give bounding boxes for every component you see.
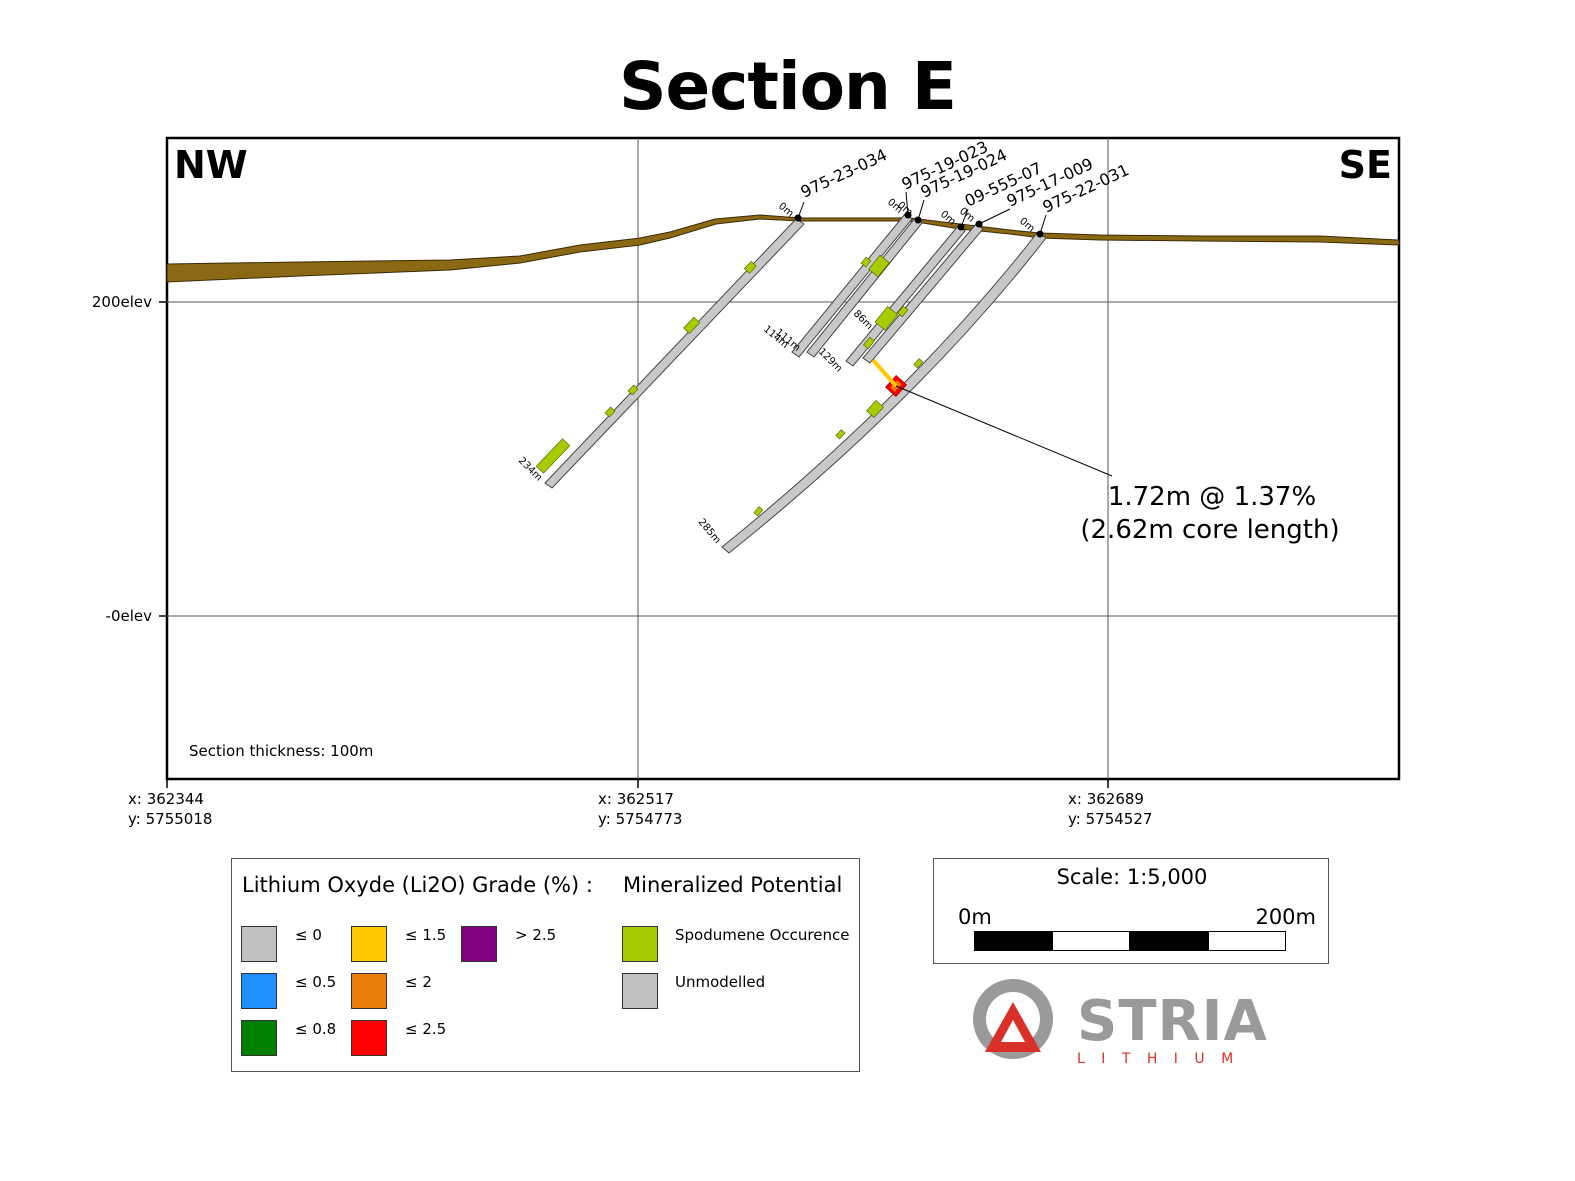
end-depth-label-09-555-07: 129m <box>816 346 844 374</box>
scale-bar-segment-1 <box>974 931 1052 951</box>
page-title: Section E <box>619 48 957 125</box>
scale-start-label: 0m <box>958 905 992 929</box>
logo-name: STRIA <box>1077 989 1268 1054</box>
intercept-trace <box>871 358 898 388</box>
legend-label-grade-0-5: ≤ 0.5 <box>295 973 337 991</box>
legend-label-grade-2-5: ≤ 2.5 <box>405 1020 447 1038</box>
intercept-leader-line <box>895 385 1113 477</box>
label-leader <box>960 208 969 228</box>
logo-subtitle: L I T H I U M <box>1077 1051 1239 1067</box>
section-frame <box>165 136 1401 781</box>
legend-swatch-grade-gt-2-5 <box>461 926 497 962</box>
section-thickness-note: Section thickness: 100m <box>189 742 373 760</box>
intercept-grade-label: 1.72m @ 1.37% <box>1108 482 1316 512</box>
legend-label-grade-0: ≤ 0 <box>295 926 322 944</box>
label-leader <box>905 191 909 216</box>
end-depth-label-975-17-009: 86m <box>851 308 875 332</box>
scale-bar-segment-2 <box>1052 931 1130 951</box>
label-leader <box>1039 214 1047 235</box>
legend-potential-title: Mineralized Potential <box>623 873 843 897</box>
legend-label-grade-1-5: ≤ 1.5 <box>405 926 447 944</box>
label-leader <box>917 199 925 221</box>
legend-swatch-grade-0-5 <box>241 973 277 1009</box>
drill-hole-975-22-031 <box>721 232 1047 554</box>
stria-lithium-logo: STRIA L I T H I U M <box>973 979 1268 1067</box>
legend-swatch-grade-1-5 <box>351 926 387 962</box>
legend-swatch-grade-2-5 <box>351 1020 387 1056</box>
legend-label-grade-0-8: ≤ 0.8 <box>295 1020 337 1038</box>
scale-title: Scale: 1:5,000 <box>1056 865 1208 889</box>
elevation-label-200: 200elev <box>92 293 152 311</box>
legend-label-grade-2: ≤ 2 <box>405 973 432 991</box>
legend-label-grade-gt-2-5: > 2.5 <box>515 926 557 944</box>
direction-label-se: SE <box>1339 143 1392 187</box>
legend-label-spodumene: Spodumene Occurence <box>675 926 850 944</box>
drill-hole-975-19-023 <box>791 213 913 358</box>
direction-label-nw: NW <box>174 143 248 187</box>
legend: Lithium Oxyde (Li2O) Grade (%) : Mineral… <box>231 858 860 1072</box>
legend-grade-title: Lithium Oxyde (Li2O) Grade (%) : <box>242 873 593 897</box>
legend-swatch-grade-0-8 <box>241 1020 277 1056</box>
legend-swatch-spodumene <box>622 926 658 962</box>
scale-box: Scale: 1:5,000 0m 200m <box>933 858 1329 964</box>
scale-end-label: 200m <box>1255 905 1316 929</box>
legend-swatch-grade-0 <box>241 926 277 962</box>
drill-hole-975-23-034 <box>535 218 805 489</box>
label-leader <box>978 208 1011 225</box>
legend-swatch-grade-2 <box>351 973 387 1009</box>
intercept-core-length-label: (2.62m core length) <box>1080 515 1339 545</box>
legend-swatch-unmodelled <box>622 973 658 1009</box>
drill-hole-975-17-009 <box>862 223 984 364</box>
drill-hole-975-19-024 <box>806 217 923 358</box>
scale-bar-segment-3 <box>1130 931 1208 951</box>
elevation-label-0: -0elev <box>106 607 153 625</box>
end-depth-label-975-22-031: 285m <box>696 517 723 546</box>
hole-label-975-23-034: 975-23-034 <box>798 145 890 202</box>
scale-bar-segment-4 <box>1208 931 1286 951</box>
legend-label-unmodelled: Unmodelled <box>675 973 766 991</box>
label-leader <box>797 201 805 219</box>
overburden-layer <box>166 214 1400 283</box>
